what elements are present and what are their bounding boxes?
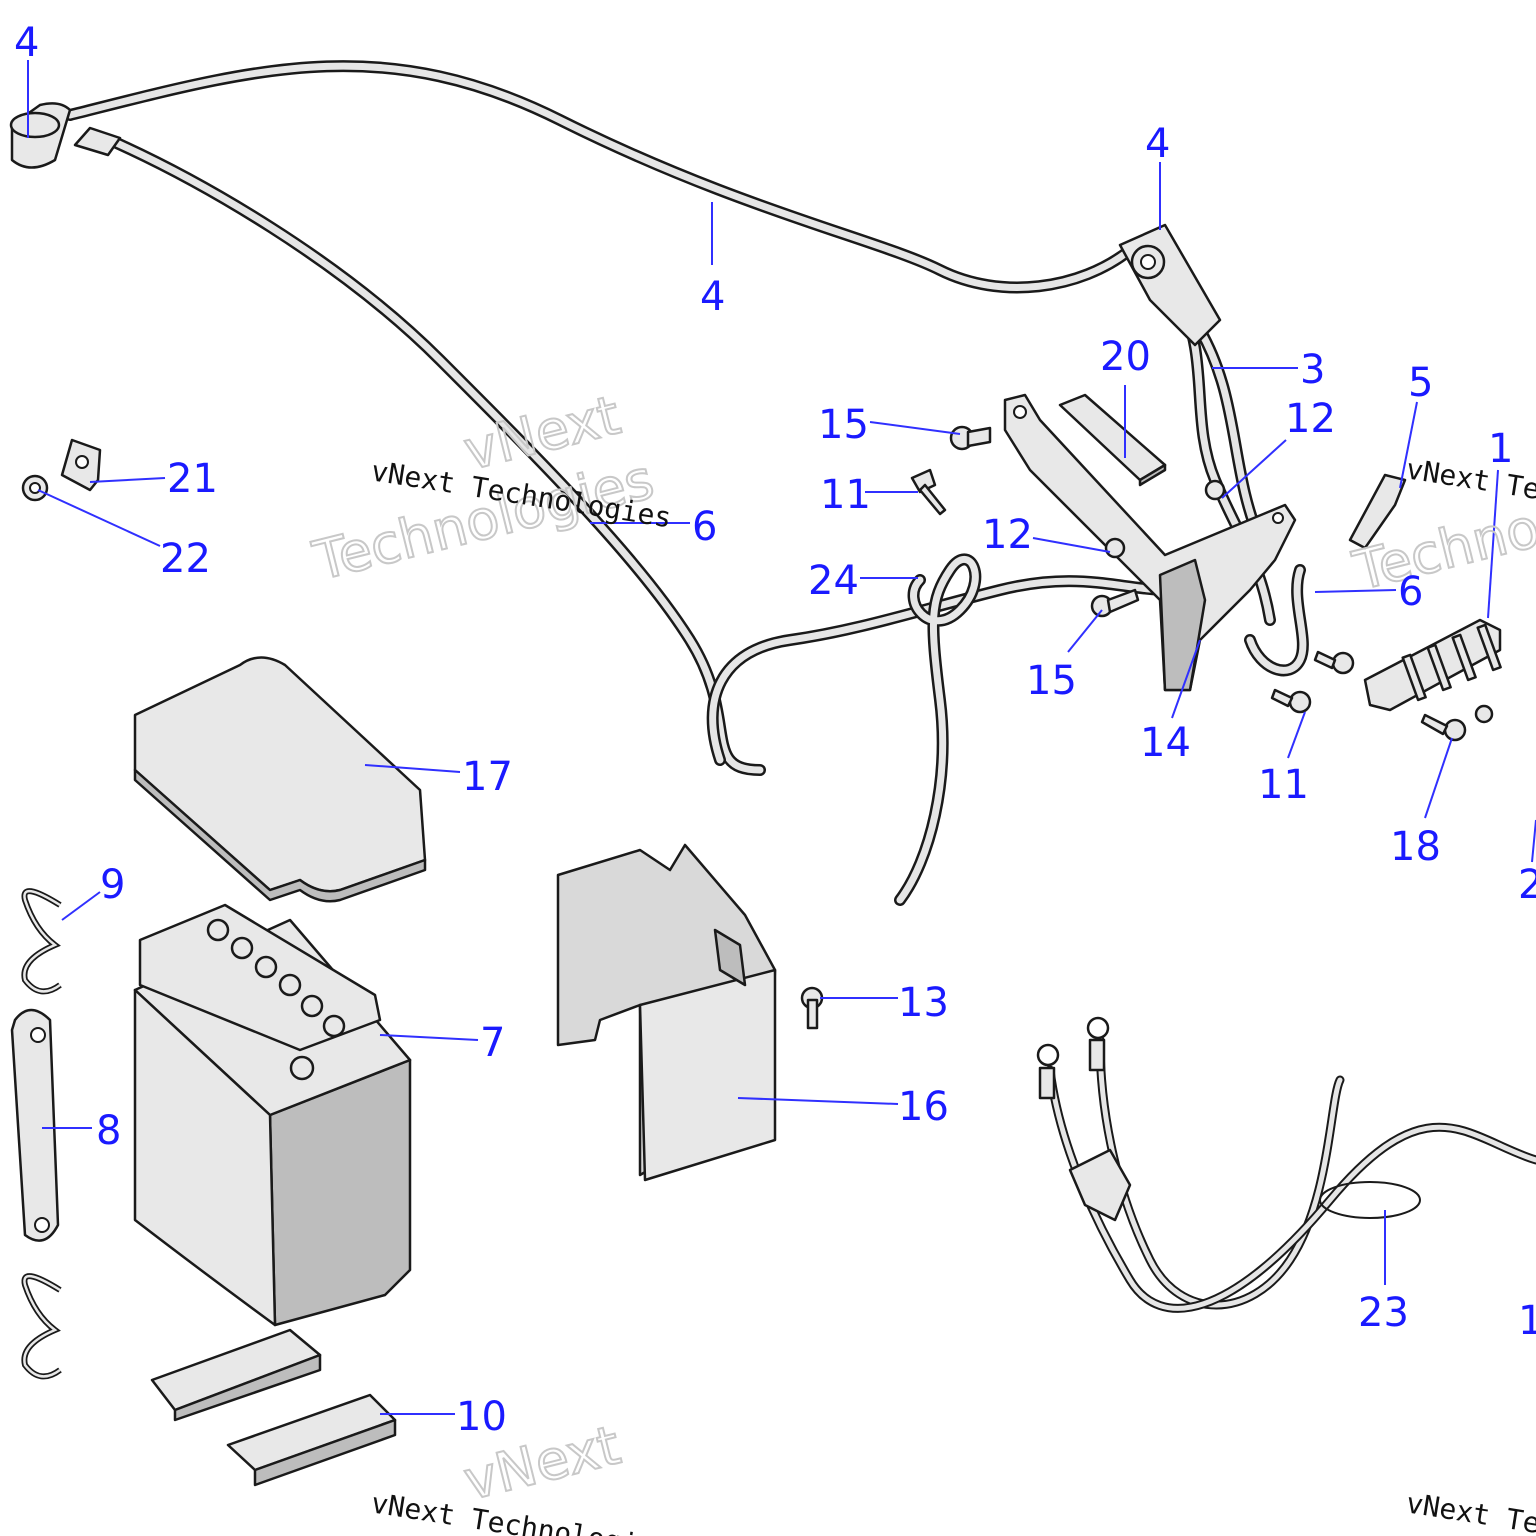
callout-3: 3: [1300, 347, 1325, 393]
cable-6-right: [1244, 564, 1309, 677]
callout-13: 13: [898, 980, 949, 1026]
callout-15-top: 15: [818, 402, 869, 448]
bolt-11-lower: [1270, 688, 1312, 714]
bolt-18: [1420, 704, 1494, 742]
pad-10-bottom: [226, 1393, 397, 1487]
nut-12-top: [1204, 479, 1226, 501]
bracket-14: [1003, 393, 1297, 692]
clip-9-top: [21, 888, 62, 995]
callout-22: 22: [160, 536, 211, 582]
terminal-cap-4-right: [1118, 223, 1222, 347]
callout-4-topleft: 4: [14, 20, 39, 66]
nut-12-mid: [1104, 537, 1126, 559]
cable-6-left: [104, 134, 766, 776]
bolt-13: [800, 986, 824, 1030]
terminal-cap-4-left: [9, 102, 72, 169]
clip-5: [1348, 473, 1407, 550]
battery-7: [133, 903, 412, 1327]
ring-terminals-23: [1036, 1016, 1132, 1222]
rubber-pad-20: [1058, 393, 1167, 487]
fastener-11-top: [910, 468, 947, 516]
callout-4-middle: 4: [700, 274, 725, 320]
callout-23: 23: [1358, 1290, 1409, 1336]
watermark-bottom: vNext vNext Technologies vNext Technolog…: [369, 1412, 1536, 1536]
callout-16: 16: [898, 1084, 949, 1130]
callout-1-partial: 1: [1518, 1298, 1536, 1344]
ring-terminal-6-left: [73, 126, 122, 157]
callout-12-top: 12: [1285, 396, 1336, 442]
callouts: 4 4 4 3 20 5 1 12 15 11 12 24 6 6 15 14 …: [14, 20, 1536, 1440]
callout-20: 20: [1100, 334, 1151, 380]
watermark-top: vNext Technologies vNext Technologies: [306, 382, 674, 594]
callout-6-right: 6: [1398, 569, 1423, 615]
callout-4-right: 4: [1145, 121, 1170, 167]
callout-6-left: 6: [692, 504, 717, 550]
callout-15-mid: 15: [1026, 658, 1077, 704]
fastener-15-mid: [1090, 588, 1140, 618]
callout-8: 8: [96, 1108, 121, 1154]
callout-18: 18: [1390, 824, 1441, 870]
strap-8: [10, 1008, 60, 1242]
callout-5: 5: [1408, 360, 1433, 406]
callout-11-top: 11: [820, 472, 871, 518]
callout-11-lower: 11: [1258, 762, 1309, 808]
terminal-block-1: [1363, 618, 1502, 712]
watermark-text-bottom-right: vNext Technologies: [1404, 1486, 1536, 1536]
nut-22: [21, 474, 49, 502]
callout-7: 7: [480, 1020, 505, 1066]
callout-2-partial: 2: [1518, 862, 1536, 908]
callout-24: 24: [808, 558, 859, 604]
callout-9: 9: [100, 862, 125, 908]
clip-21: [60, 438, 102, 492]
cable-24-harness: [706, 553, 1176, 906]
callout-14: 14: [1140, 720, 1191, 766]
cable-4-top: [64, 60, 1136, 294]
leader-lines: [27, 60, 1536, 1415]
fastener-15-top: [949, 425, 992, 451]
pad-10-top: [150, 1328, 322, 1422]
callout-21: 21: [167, 456, 218, 502]
clip-9-bottom: [21, 1273, 62, 1380]
callout-12-mid: 12: [982, 512, 1033, 558]
callout-1: 1: [1488, 426, 1513, 472]
bolt-extra: [1313, 650, 1355, 675]
callout-17: 17: [462, 754, 513, 800]
battery-cover-17: [133, 656, 427, 903]
callout-10: 10: [456, 1394, 507, 1440]
battery-bracket-16: [556, 843, 777, 1182]
